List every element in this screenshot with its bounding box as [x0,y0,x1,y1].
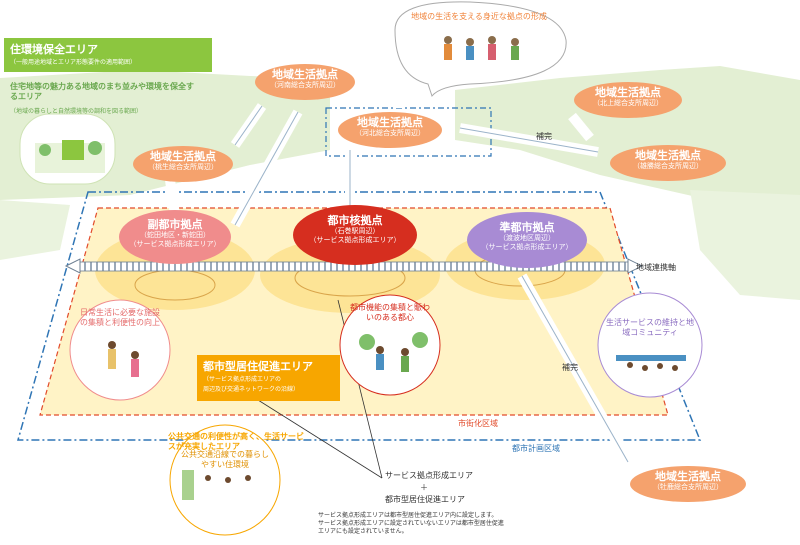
local-right-shape [610,145,726,181]
complement-label-top: 補完 [536,132,552,141]
bubble-right [597,292,703,398]
bubble-top [394,1,567,98]
local-node-right-top: 地域生活拠点 （北上総合支所周辺） [568,86,688,108]
bubble-center-caption: 都市機能の集積と賑わいのある都心 [350,303,430,322]
transport-axis-label: 地域連携軸 [636,263,676,272]
local-right-title: 地域生活拠点 [635,149,701,162]
urbanization-area-label: 市街化区域 [458,419,498,428]
sub-core-west-shape [119,210,231,264]
bubble-right-caption: 生活サービスの維持と地域コミュニティ [606,318,694,337]
bubble-left-caption: 日常生活に必要な施設の集積と利便性の向上 [80,308,160,327]
footnote-line-1: サービス拠点形成エリアは都市型居住促進エリア内に設定します。 [318,512,498,519]
local-node-shapes [133,64,746,502]
sub-core-west-node: 副都市拠点 （蛇田地区・新蛇田） （サービス拠点形成エリア） [115,218,235,248]
local-right-sub: （雄勝総合支所周辺） [633,162,703,171]
urbanization-boundary [39,207,669,416]
leader-label-1: サービス拠点形成エリア [385,471,473,480]
city-planning-boundary [17,191,702,441]
local-right-top-sub: （北上総合支所周辺） [593,99,663,108]
local-center-title: 地域生活拠点 [357,116,423,129]
leader-label-2: 都市型居住促進エリア [385,495,465,504]
core-node: 都市核拠点 （石巻駅周辺） （サービス拠点形成エリア） [290,214,420,244]
urban-area-title: 都市型居住促進エリア [203,360,313,373]
core-node-shape [293,205,417,265]
sub-core-east-sub2: （サービス拠点形成エリア） [481,242,573,251]
bubble-bottom-caption: 公共交通沿線での暮らしやすい住環境 [181,450,269,469]
sub-core-east-sub1: （渡波地区周辺） [499,234,555,243]
core-sub2: （サービス拠点形成エリア） [309,235,401,244]
local-node-top: 地域生活拠点 （河南総合支所周辺） [245,68,365,90]
sub-core-east-title: 準都市拠点 [499,221,555,234]
sub-core-west-sub2: （サービス拠点形成エリア） [129,239,221,248]
sub-core-east-node: 準都市拠点 （渡波地区周辺） （サービス拠点形成エリア） [467,221,587,251]
local-top-title: 地域生活拠点 [272,68,338,81]
residential-area-note: 住宅地等の魅力ある地域のまち並みや環境を保全するエリア [10,82,194,101]
people-illustrations [35,36,686,500]
arrow-right-right [568,112,594,142]
sub-core-east-shape [467,212,587,268]
local-bottom-title: 地域生活拠点 [655,470,721,483]
local-node-right: 地域生活拠点 （雄勝総合支所周辺） [608,149,728,171]
local-right-top-shape [574,82,682,118]
local-bottom-sub: （牡鹿総合支所周辺） [653,483,723,492]
local-node-center: 地域生活拠点 （河北総合支所周辺） [330,116,450,138]
core-title: 都市核拠点 [327,214,383,227]
urban-area-sub2: 周辺及び交通ネットワークの沿線） [203,386,300,393]
local-top-sub: （河南総合支所周辺） [270,81,340,90]
residential-area-title: 住環境保全エリア [10,43,98,56]
residential-area-sub: （一般用途地域とエリア形態要件の適用範囲） [10,59,137,66]
local-center-sub: （河北総合支所周辺） [355,129,425,138]
local-node-left: 地域生活拠点 （桃生総合支所周辺） [123,150,243,172]
local-top-shape [255,64,355,100]
complement-label-bottom: 補完 [562,363,578,372]
city-planning-area-label: 都市計画区域 [512,444,560,453]
bubble-left [69,299,171,401]
bubble-center [339,294,441,396]
urban-area-sub1: （サービス拠点形成エリアの [203,376,282,383]
arrow-left-sub [165,179,180,216]
local-left-title: 地域生活拠点 [150,150,216,163]
core-sub1: （石巻駅周辺） [330,227,380,236]
urban-area-legend: 都市型居住促進エリア （サービス拠点形成エリアの 周辺及び交通ネットワークの沿線… [197,355,340,401]
footnote-line-2: サービス拠点形成エリアに設定されていないエリアは都市型居住促進 [318,519,504,527]
residential-area-note-sub: （地域の暮らしと自然環境等の調和を図る範囲） [10,108,143,115]
axis-arrow-left [64,258,81,274]
urban-area-note: 公共交通の利便性が高く、生活サービスが充実したエリア [168,432,304,451]
local-node-bottom: 地域生活拠点 （牡鹿総合支所周辺） [628,470,748,492]
leader-plus: ＋ [420,483,428,492]
local-bottom-shape [630,466,746,502]
local-right-top-title: 地域生活拠点 [595,86,661,99]
arrow-top-center [370,75,405,108]
footnote: サービス拠点形成エリアは都市型居住促進エリア内に設定します。 サービス拠点形成エ… [318,512,548,535]
bubble-top-caption: 地域の生活を支える身近な拠点の形成 [411,12,547,21]
sub-core-west-sub1: （蛇田地区・新蛇田） [140,231,210,240]
local-area-box [325,107,492,157]
sub-core-west-title: 副都市拠点 [147,218,203,231]
local-center-shape [338,112,442,148]
local-left-sub: （桃生総合支所周辺） [148,163,218,172]
footnote-line-3: エリアにも設定されていません。 [318,527,408,535]
axis-arrow-right [627,258,644,274]
local-left-shape [133,146,233,182]
residential-area-legend: 住環境保全エリア （一般用途地域とエリア形態要件の適用範囲） [4,38,212,72]
